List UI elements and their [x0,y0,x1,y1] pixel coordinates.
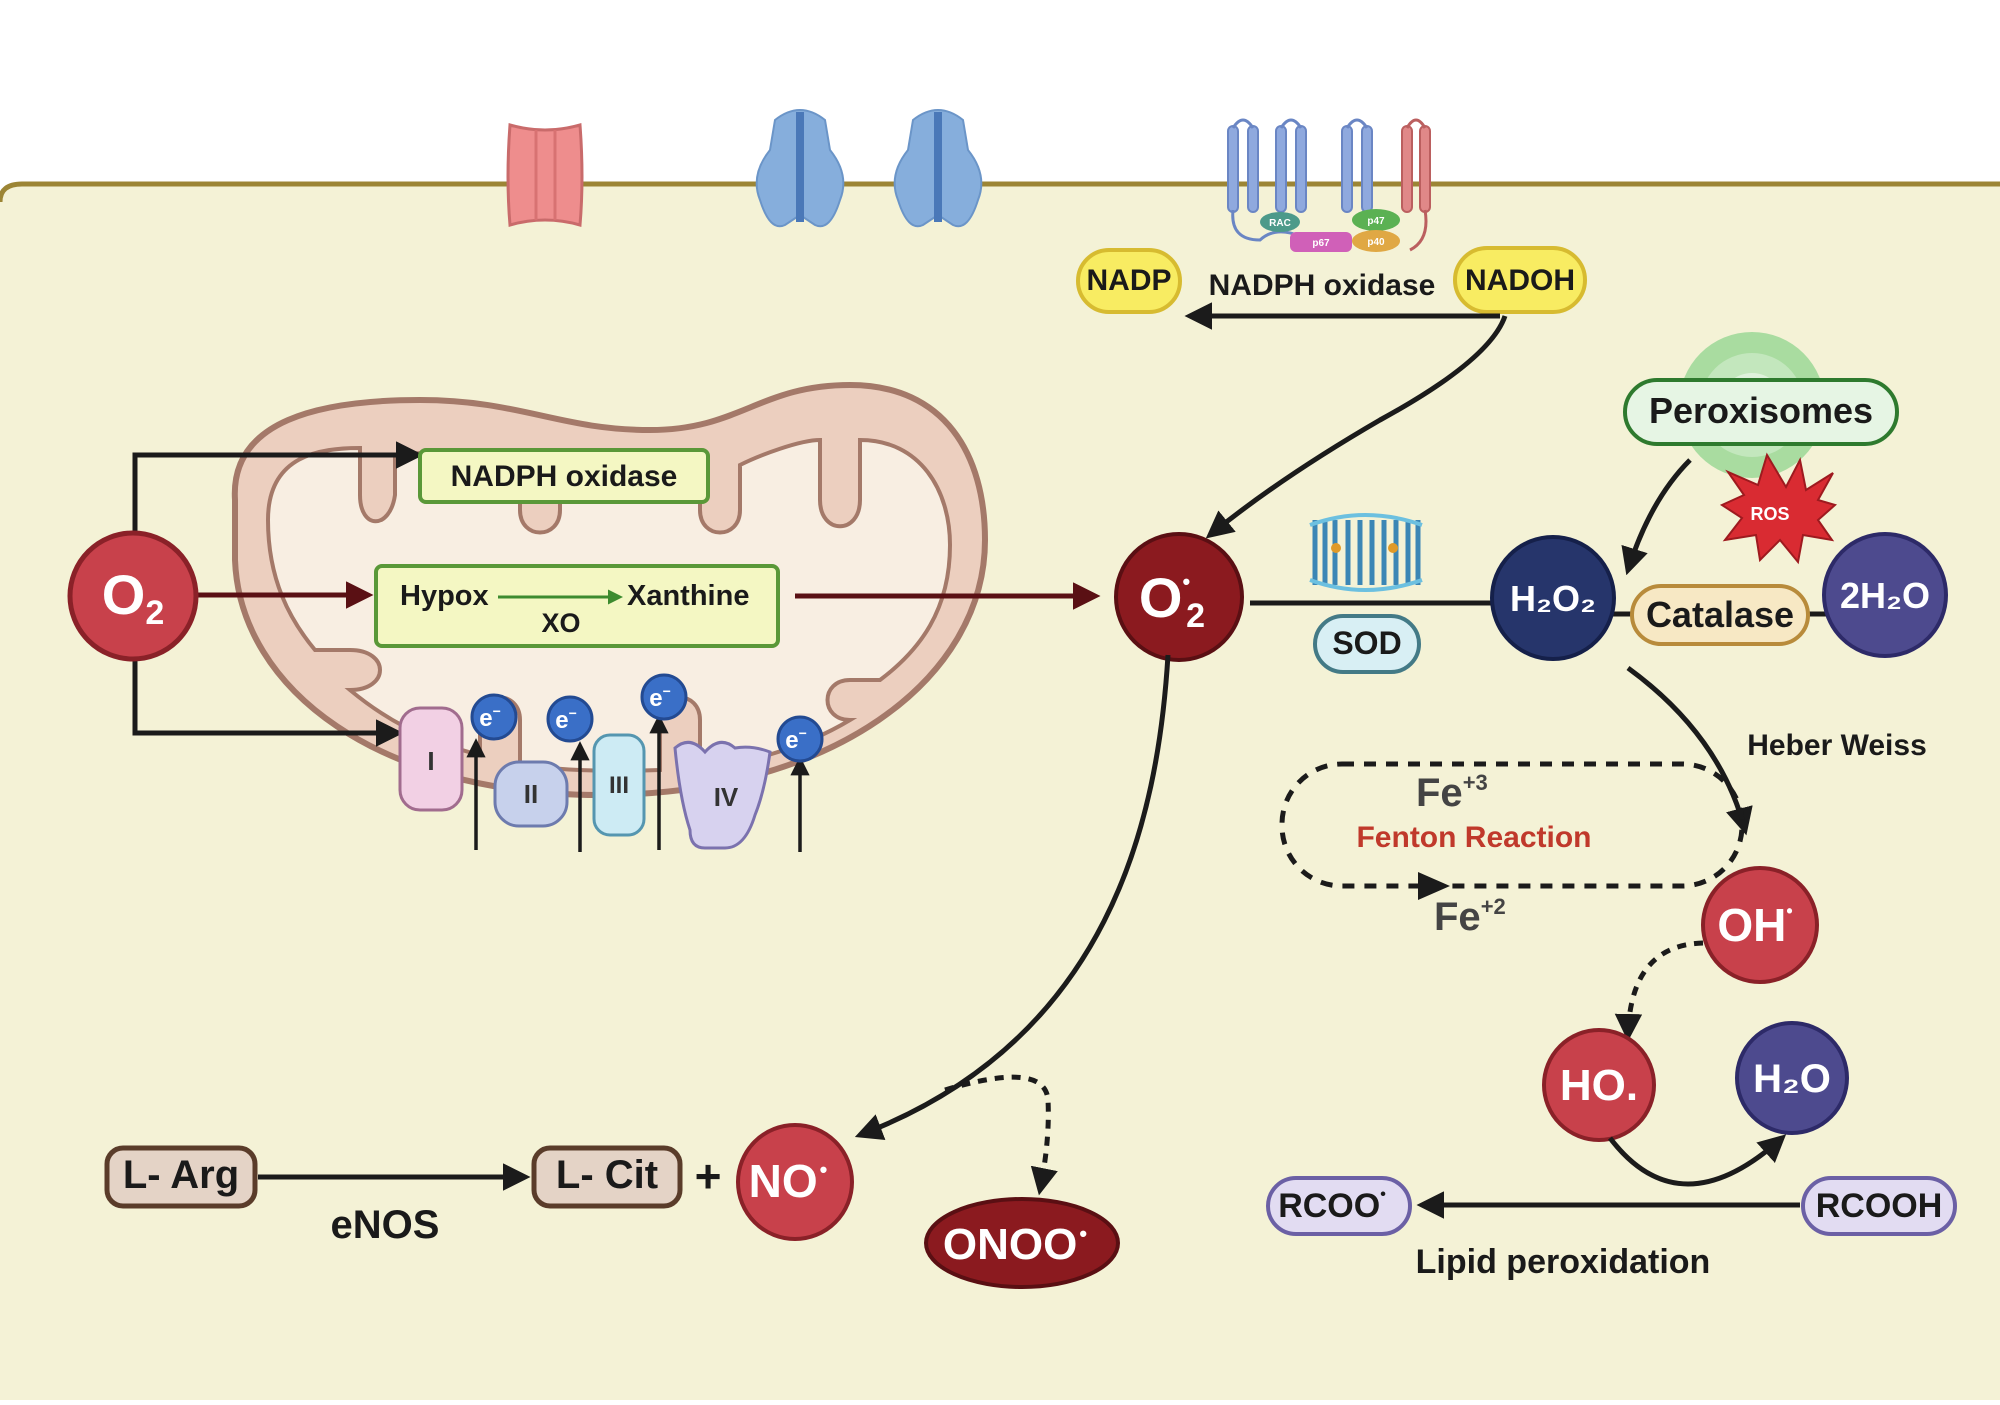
svg-text:e−: e− [555,705,577,734]
lipid-peroxidation-label: Lipid peroxidation [1416,1243,1711,1281]
enos-label: eNOS [331,1203,440,1247]
hypox-label: Hypox [400,580,489,612]
subunit-p47-label: p47 [1367,216,1385,227]
svg-text:RCOO•: RCOO• [1278,1186,1386,1225]
electron-icon: e− [640,673,688,721]
svg-text:Catalase: Catalase [1646,594,1794,635]
catalase-node: Catalase [1630,584,1810,646]
xanthine-label: Xanthine [627,580,749,612]
superoxide-node: O•2 [1114,532,1244,662]
svg-text:NADPH oxidase: NADPH oxidase [451,460,678,493]
svg-text:H₂O₂: H₂O₂ [1510,578,1596,619]
sod-node: SOD [1313,614,1421,674]
ho-radical-node: HO. [1542,1028,1656,1142]
ion-channel-red-icon [506,123,584,227]
svg-text:HO.: HO. [1560,1061,1638,1110]
arrow-h2o2-to-oh [1626,665,1753,836]
o2-node: O2 [67,530,199,662]
electron-icon: e− [546,695,594,743]
fe3-label: Fe+3 [1416,770,1488,815]
electron-icon: e− [470,693,518,741]
complex-iv: IV [673,740,772,850]
no-node: NO• [736,1123,854,1241]
fe2-label: Fe+2 [1434,894,1506,939]
svg-text:H₂O: H₂O [1753,1057,1831,1101]
arrow-o2-to-complex-i [132,655,404,747]
svg-text:NO•: NO• [749,1155,828,1207]
svg-text:ROS: ROS [1750,504,1789,524]
svg-text:II: II [524,779,538,809]
svg-text:OH•: OH• [1717,899,1792,951]
arrow-no-to-onoo [944,1074,1058,1196]
cell-membrane [0,181,2000,203]
svg-text:L- Arg: L- Arg [123,1153,239,1197]
subunit-p40-label: p40 [1367,237,1385,248]
l-arg-node: L- Arg [104,1145,258,1209]
fenton-reaction-label: Fenton Reaction [1356,821,1591,854]
arrow-peroxisomes-to-h2o2 [1621,458,1692,576]
subunit-p67-label: p67 [1312,238,1330,249]
rcooh-node: RCOOH [1801,1176,1957,1236]
ion-channel-blue-icon [893,109,983,228]
nadp-node: NADP [1076,248,1182,314]
complex-ii: II [493,760,569,828]
h2o-node: H₂O [1735,1021,1849,1135]
nadph-oxidase-complex-icon: RAC p47 p67 p40 [1227,118,1431,252]
svg-text:Peroxisomes: Peroxisomes [1649,390,1873,431]
peroxisomes-label-box: Peroxisomes [1623,378,1899,446]
svg-text:SOD: SOD [1332,625,1401,661]
svg-text:III: III [609,772,629,799]
sod-protein-icon [1309,513,1423,592]
xanthine-oxidase-box: Hypox Xanthine XO [374,564,780,648]
svg-text:NADOH: NADOH [1465,264,1575,297]
arrow-o2-to-nadph-box [132,441,424,540]
plus-sign: + [695,1150,722,1202]
rcoo-radical-node: RCOO• [1266,1176,1412,1236]
ion-channel-blue-icon [755,109,845,228]
fenton-arrowhead-icon [1418,872,1450,900]
arrow-ho-to-h2o [1608,1134,1787,1187]
complex-iii: III [592,733,646,837]
nadoh-node: NADOH [1453,246,1587,314]
svg-text:L- Cit: L- Cit [556,1153,658,1197]
oh-radical-node: OH• [1701,866,1819,984]
svg-text:NADP: NADP [1086,264,1171,297]
subunit-rac-label: RAC [1269,218,1291,229]
svg-text:I: I [427,746,434,776]
svg-text:ONOO•: ONOO• [943,1220,1087,1269]
xo-label: XO [541,608,580,638]
svg-text:2H₂O: 2H₂O [1840,575,1930,616]
ros-burst-icon: ROS [1719,452,1838,565]
svg-text:IV: IV [714,782,739,812]
svg-text:e−: e− [479,703,501,732]
arrow-nadoh-to-superoxide [1205,315,1508,539]
svg-text:e−: e− [649,683,671,712]
svg-text:O•2: O•2 [1139,566,1205,635]
nadph-oxidase-top-label: NADPH oxidase [1209,269,1436,302]
nadph-oxidase-box: NADPH oxidase [418,448,710,504]
electron-icon: e− [776,715,824,763]
svg-text:O2: O2 [102,563,164,632]
h2o2-node: H₂O₂ [1490,535,1616,661]
two-h2o-node: 2H₂O [1822,532,1948,658]
svg-text:e−: e− [785,725,807,754]
l-cit-node: L- Cit [531,1145,683,1209]
onoo-node: ONOO• [924,1197,1120,1289]
complex-i: I [398,706,464,812]
heber-weiss-label: Heber Weiss [1747,729,1927,762]
svg-text:RCOOH: RCOOH [1816,1187,1943,1225]
